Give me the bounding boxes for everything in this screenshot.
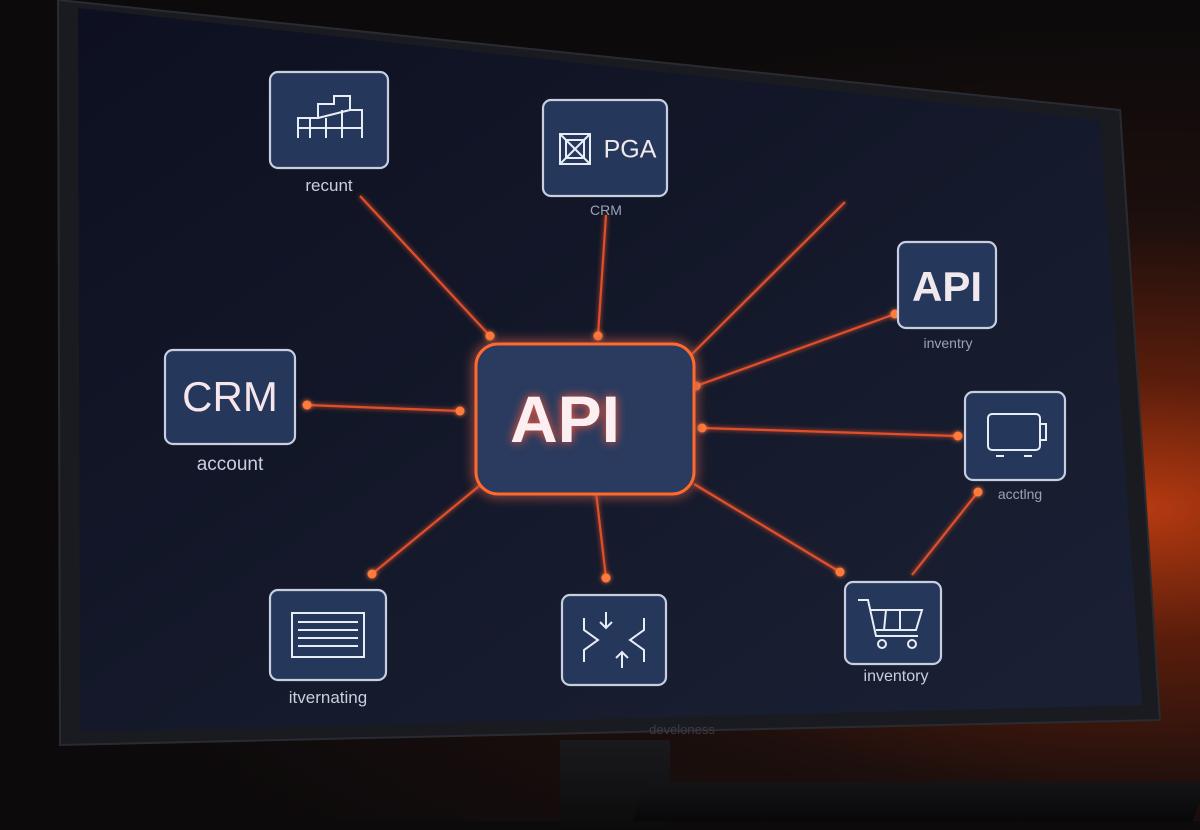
dot-recruit-hub xyxy=(485,331,495,341)
label-recruit: recunt xyxy=(305,176,353,195)
label-pga: CRM xyxy=(590,202,622,218)
dot-acct xyxy=(953,431,963,441)
label-accounting: acctlng xyxy=(997,486,1043,502)
dot-acct-low xyxy=(973,487,983,497)
api-hub xyxy=(474,342,696,496)
node-shop-box xyxy=(843,580,943,666)
connector-shop-accounting xyxy=(911,491,979,576)
connector-pga xyxy=(596,214,608,337)
dot-acct-hub xyxy=(697,423,707,433)
connector-api-inventory xyxy=(695,312,896,388)
connector-exchange xyxy=(594,491,608,579)
crm-box-text: CRM xyxy=(182,373,278,420)
node-api-inventory-box xyxy=(896,240,998,330)
bezel-brand: develoness xyxy=(649,722,715,737)
dot-marketing xyxy=(367,569,377,579)
connector-shop xyxy=(693,483,841,573)
connector-lines xyxy=(306,195,979,579)
connector-dots xyxy=(302,309,983,583)
dot-crm xyxy=(302,400,312,410)
keyboard xyxy=(632,782,1200,821)
connector-crm xyxy=(306,403,461,413)
shopping-cart-icon xyxy=(858,599,924,649)
node-exchange-box xyxy=(560,593,668,687)
node-boxes xyxy=(163,70,1067,687)
label-crm-account: account xyxy=(196,454,264,475)
connector-recruit xyxy=(359,195,491,337)
pga-box-text: PGA xyxy=(603,135,657,164)
dot-exchange xyxy=(601,573,611,583)
node-crm-box xyxy=(163,348,297,446)
hub-label: API xyxy=(509,382,621,456)
label-api-inventory: inventry xyxy=(923,335,973,351)
dot-crm-hub xyxy=(455,406,465,416)
exchange-arrows-icon xyxy=(583,612,645,668)
connector-marketing xyxy=(371,481,485,575)
label-marketing: itvernating xyxy=(288,688,368,707)
crossed-box-icon xyxy=(559,133,591,165)
connector-top-right xyxy=(685,201,846,361)
node-accounting-box xyxy=(963,390,1067,482)
dot-shop xyxy=(835,567,845,577)
dot-pga-hub xyxy=(593,331,603,341)
node-pga-box xyxy=(541,98,669,198)
buildings-icon xyxy=(297,95,363,138)
node-marketing-box xyxy=(268,588,388,682)
monitor-icon xyxy=(987,413,1047,457)
node-recruit-box xyxy=(268,70,390,170)
connector-accounting xyxy=(701,426,959,438)
label-shop-inventory: inventory xyxy=(863,668,929,685)
document-lines-icon xyxy=(291,612,365,658)
api-inventory-box-text: API xyxy=(911,263,983,310)
